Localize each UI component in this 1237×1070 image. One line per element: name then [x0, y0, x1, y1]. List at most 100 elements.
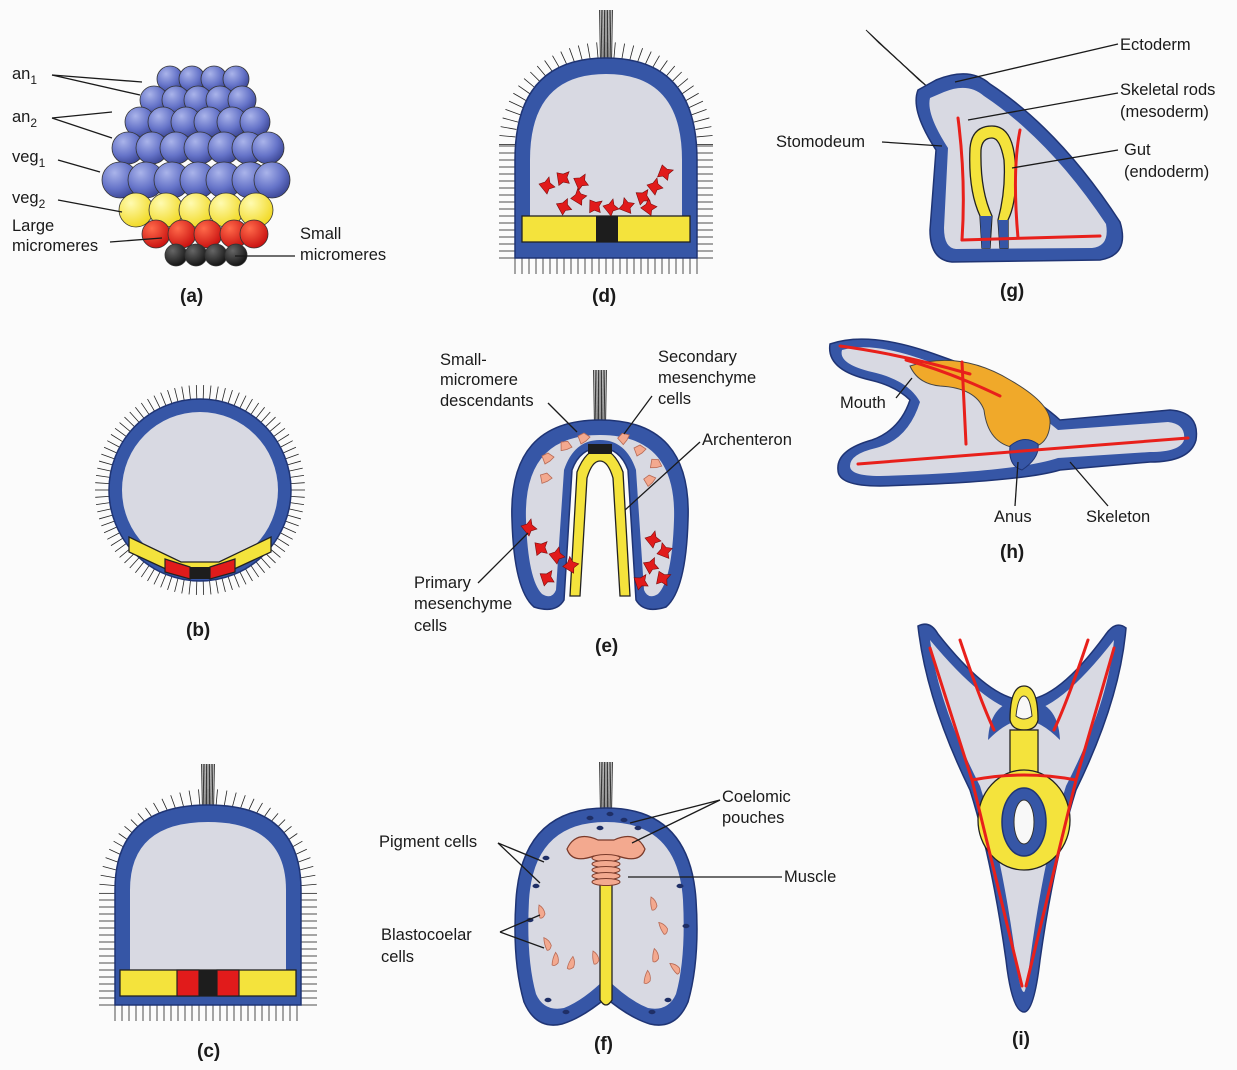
small-micromere-descendants	[588, 444, 612, 454]
cilium	[696, 127, 712, 130]
cilium	[161, 574, 166, 587]
tuft-cilium	[604, 370, 605, 422]
cilium	[182, 387, 184, 401]
cilium	[251, 403, 259, 415]
cilium	[597, 42, 598, 58]
tuft-cilium	[203, 764, 204, 808]
pigment-cell	[621, 818, 628, 822]
cilium	[503, 118, 518, 122]
cilium	[97, 468, 111, 471]
pigment-cell	[635, 826, 642, 830]
panel-c-blastula-tuft: (c)	[99, 764, 317, 1062]
cilium	[280, 533, 292, 540]
cilium	[95, 496, 109, 497]
cilium	[115, 428, 126, 436]
cilium	[154, 572, 160, 585]
cilium	[111, 434, 123, 441]
muscle	[592, 855, 620, 886]
cilium	[256, 407, 265, 418]
blastomere	[205, 244, 227, 266]
panel-h-pluteus-side: Mouth Anus Skeleton (h)	[830, 339, 1197, 563]
panel-label-h: (h)	[1000, 542, 1024, 563]
cilium	[694, 118, 709, 122]
label-stomodeum: Stomodeum	[776, 133, 865, 151]
cilium	[265, 553, 275, 563]
label-ectoderm: Ectoderm	[1120, 36, 1191, 54]
cilium	[97, 509, 111, 512]
cilium	[289, 468, 303, 471]
cilium	[135, 407, 144, 418]
blastomere	[252, 132, 284, 164]
blastomere	[254, 162, 290, 198]
cilium	[104, 447, 117, 453]
cilium	[161, 393, 166, 406]
label-coelomic-1: Coelomic	[722, 788, 791, 806]
pigment-cell	[533, 884, 540, 888]
cilium	[107, 441, 119, 448]
tuft-cilium	[878, 42, 929, 88]
cilium	[569, 48, 574, 63]
cilium	[290, 475, 304, 477]
panel-label-a: (a)	[180, 286, 203, 307]
tuft-cilium	[600, 10, 601, 60]
cilium	[280, 441, 292, 448]
cilium	[104, 527, 117, 533]
cilium	[274, 543, 285, 551]
blastomere	[240, 220, 268, 248]
cilium	[499, 136, 515, 137]
cilium	[224, 791, 227, 807]
tuft-cilium	[612, 762, 613, 810]
cilium	[228, 577, 232, 590]
panel-b-blastula: (b)	[95, 385, 305, 641]
cilium	[182, 580, 184, 594]
blastocoel	[130, 822, 286, 990]
pigment-cell	[665, 998, 672, 1002]
pigment-cell	[545, 998, 552, 1002]
panel-label-g: (g)	[1000, 281, 1024, 302]
cilium	[107, 533, 119, 540]
cilium	[614, 42, 615, 58]
cilium	[283, 527, 296, 533]
cilium	[96, 475, 110, 477]
tuft-cilium	[601, 762, 602, 810]
pigment-cell	[607, 812, 614, 816]
cilium	[99, 461, 112, 465]
label-secondary-1: Secondary	[658, 348, 738, 366]
cilium	[148, 399, 155, 411]
label-skeletal-1: Skeletal rods	[1120, 81, 1215, 99]
cilium	[96, 503, 110, 505]
archenteron	[570, 449, 630, 596]
cilium	[141, 403, 149, 415]
blastomere	[165, 244, 187, 266]
cilium	[199, 789, 200, 805]
label-archenteron: Archenteron	[702, 431, 792, 449]
label-primary-3: cells	[414, 617, 447, 635]
cilium	[286, 521, 299, 526]
panel-a-cleavage-embryo: an1 an2 veg1 veg2 Large micromeres Small…	[12, 65, 386, 307]
cilium	[210, 581, 211, 595]
cilium	[216, 789, 217, 805]
cilium	[630, 45, 634, 60]
large-micromere	[217, 970, 239, 996]
pigment-cell	[649, 1010, 656, 1014]
tuft-cilium	[610, 10, 611, 60]
panel-e-gastrula: Small- micromere descendants Secondary m…	[414, 348, 792, 657]
cilium	[115, 543, 126, 551]
label-small-micromere-1: Small-	[440, 351, 487, 369]
cilium	[301, 884, 317, 885]
apical-tuft	[594, 370, 607, 422]
apical-tuft	[866, 30, 929, 88]
label-primary-1: Primary	[414, 574, 472, 592]
cilium	[274, 428, 285, 436]
panel-i-pluteus-front: (i)	[918, 624, 1126, 1050]
tuft-cilium	[202, 764, 203, 808]
cilium	[168, 390, 172, 403]
cilium	[289, 509, 303, 512]
label-veg1: veg1	[12, 148, 46, 170]
blastomere	[142, 220, 170, 248]
cilium	[286, 454, 299, 459]
cilium	[101, 454, 114, 459]
tuft-cilium	[214, 764, 215, 808]
pigment-cell	[683, 924, 690, 928]
cilium	[141, 565, 149, 577]
